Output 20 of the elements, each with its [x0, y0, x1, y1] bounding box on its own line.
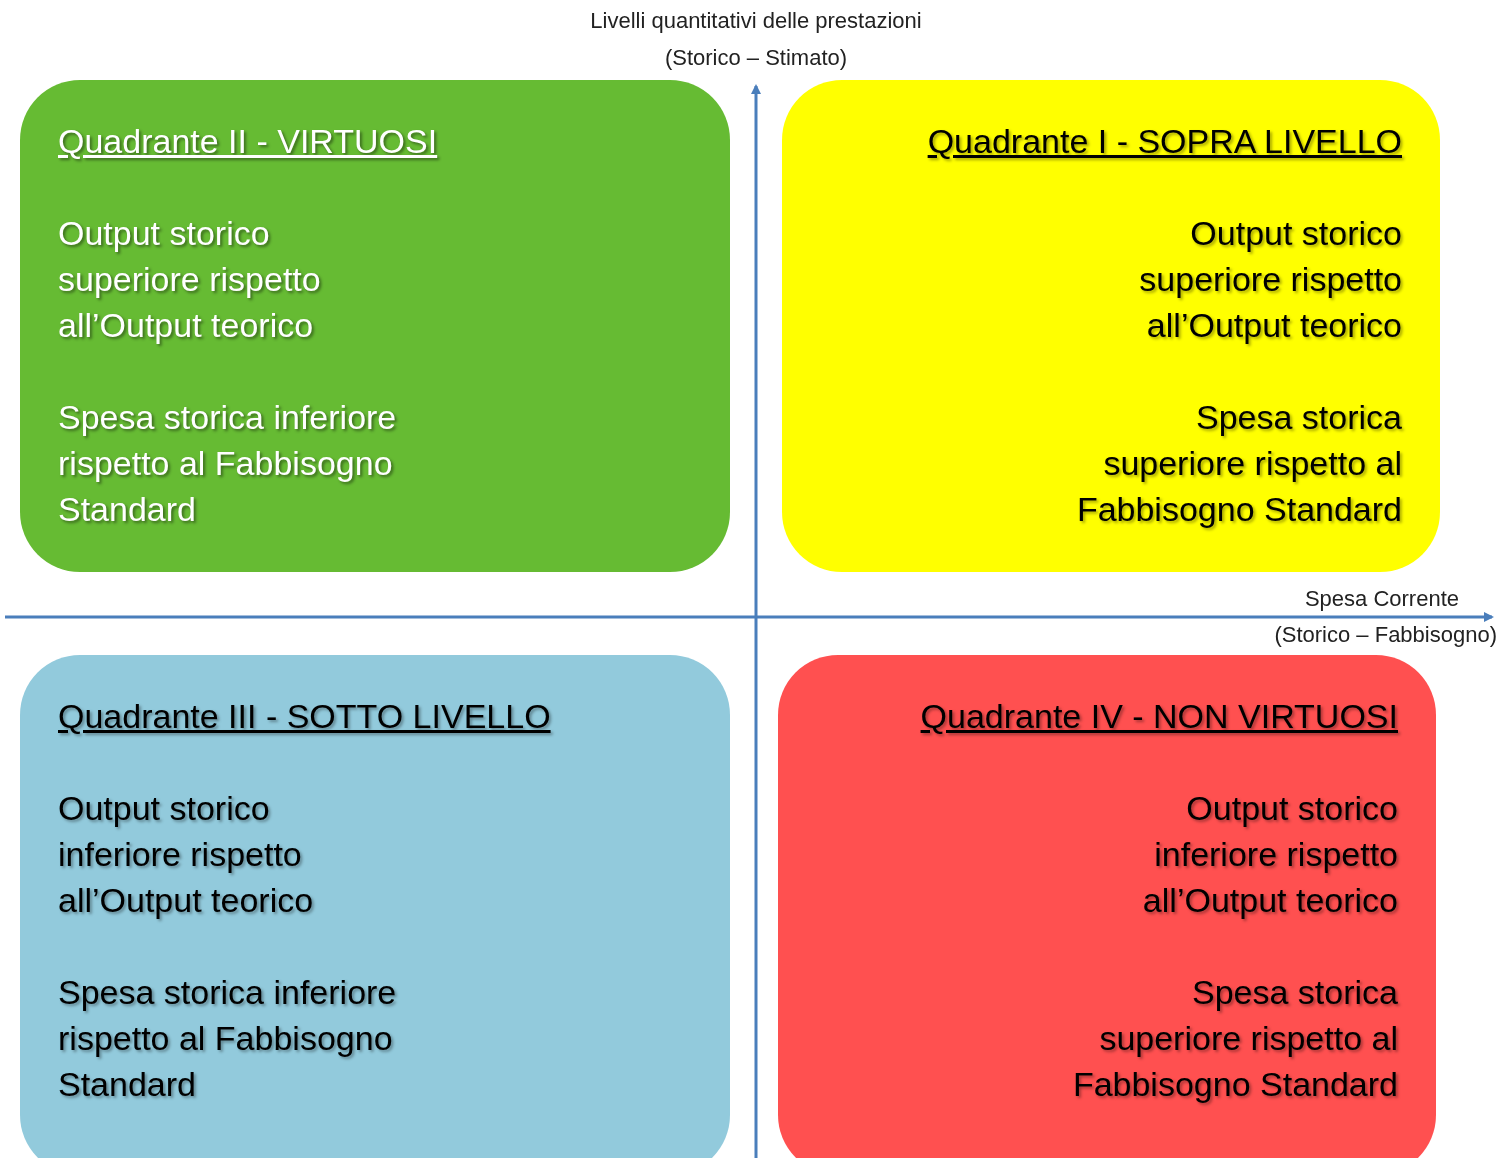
axis-label: (Storico – Fabbisogno) [1274, 622, 1497, 648]
quadrant-box [782, 80, 1440, 572]
quadrant-description: Spesa storica inferiore rispetto al Fabbisogno Standard [58, 397, 398, 530]
quadrant-description: Output storico inferiore rispetto all’Output teorico [1141, 788, 1398, 921]
quadrant-description: Spesa storica inferiore rispetto al Fabbisogno Standard [58, 972, 398, 1105]
axis-label: (Storico – Stimato) [664, 45, 848, 71]
quadrant-box [778, 655, 1436, 1158]
axis-label: Spesa Corrente [1304, 586, 1459, 612]
quadrant-box [20, 80, 730, 572]
quadrant-heading: Quadrante IV - NON VIRTUOSI [919, 696, 1398, 737]
quadrant-box [20, 655, 730, 1158]
axis-label: Livelli quantitativi delle prestazioni [590, 8, 922, 34]
quadrant-heading: Quadrante III - SOTTO LIVELLO [58, 696, 552, 737]
quadrant-heading: Quadrante I - SOPRA LIVELLO [926, 121, 1402, 162]
quadrant-heading: Quadrante II - VIRTUOSI [58, 121, 439, 162]
quadrant-description: Spesa storica superiore rispetto al Fabbisogno Standard [1071, 972, 1398, 1105]
quadrant-description: Spesa storica superiore rispetto al Fabbisogno Standard [1075, 397, 1402, 530]
quadrant-description: Output storico inferiore rispetto all’Output teorico [58, 788, 315, 921]
quadrant-description: Output storico superiore rispetto all’Output teorico [58, 213, 322, 346]
quadrant-description: Output storico superiore rispetto all’Output teorico [1138, 213, 1402, 346]
